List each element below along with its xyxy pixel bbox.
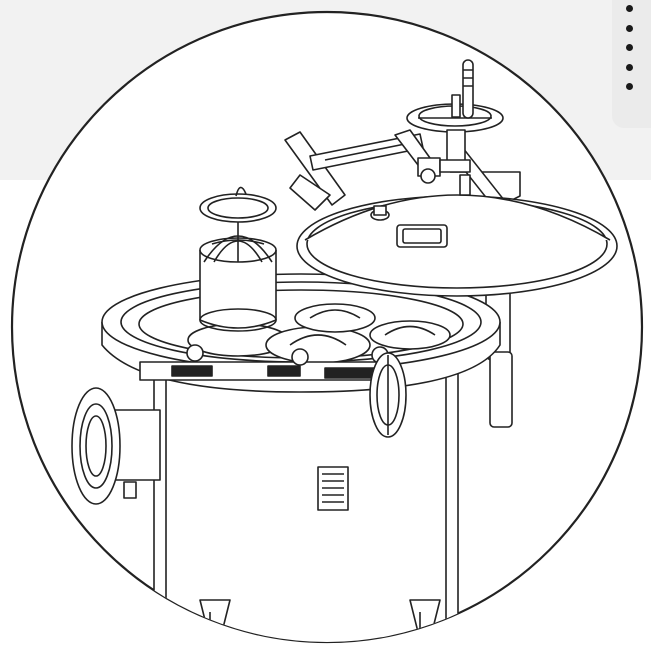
- bullet-item: [626, 44, 633, 51]
- lift-handwheel: [406, 59, 504, 173]
- filter-basket-lifted: [199, 186, 277, 332]
- nameplate: [317, 466, 349, 511]
- lid-linkage: [284, 129, 471, 211]
- bullet-item: [626, 5, 633, 12]
- vessel-body: [153, 351, 459, 642]
- clamp-handwheel: [369, 352, 407, 438]
- bullet-list: [626, 0, 633, 103]
- inlet-flange: [71, 387, 161, 505]
- clamp-bar: [139, 344, 389, 381]
- bullet-item: [626, 24, 633, 32]
- filter-baskets: [187, 303, 451, 364]
- bullet-item: [626, 63, 633, 71]
- domed-lid: [296, 194, 618, 297]
- bullet-item: [626, 83, 633, 90]
